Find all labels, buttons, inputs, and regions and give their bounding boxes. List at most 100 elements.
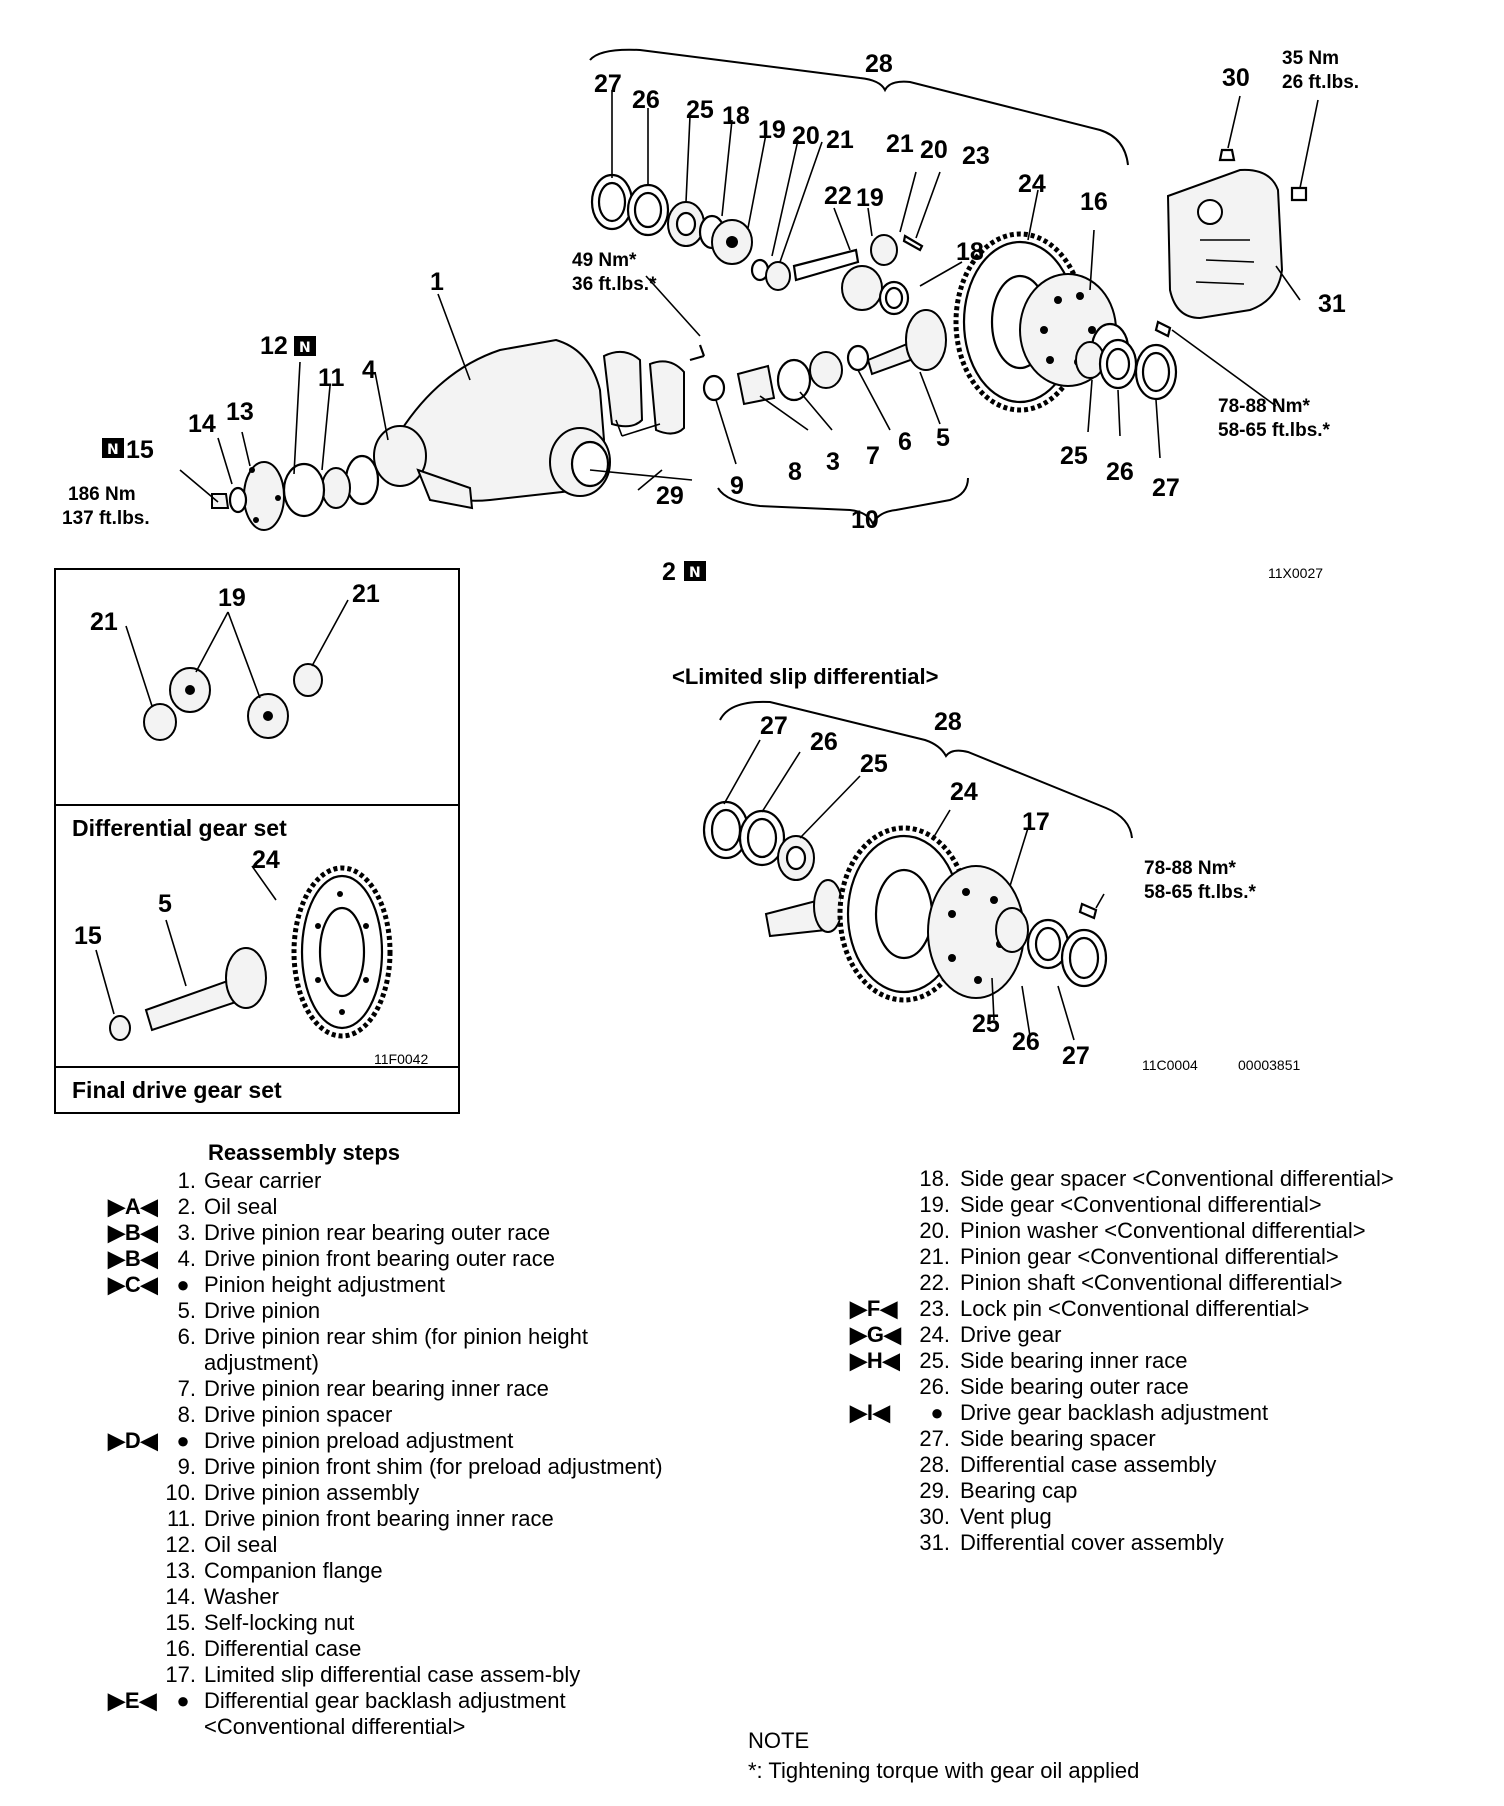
side-gear-part	[711, 219, 753, 265]
step-number: 20.	[919, 1218, 950, 1243]
lsd-inner-race-part	[777, 835, 815, 881]
label-13: 13	[226, 398, 254, 426]
step-number: 17.	[165, 1662, 196, 1687]
step-number: 14.	[165, 1584, 196, 1609]
lsd-bracket-28	[719, 700, 1133, 839]
n-marker-2	[684, 561, 706, 581]
step-marker: ▶I◀	[850, 1400, 890, 1425]
final-drive-pinion	[144, 947, 267, 1032]
label-19: 19	[758, 116, 786, 144]
reassembly-step: 22.Pinion shaft <Conventional differenti…	[850, 1270, 1470, 1296]
n-marker-15-text: N	[107, 442, 119, 458]
label-31: 31	[1318, 290, 1346, 318]
side-gear-right-part	[841, 265, 883, 311]
inset-gear-sets: 21 19 21 24 15 5 11F0042 Differential ge…	[54, 568, 460, 1114]
final-drive-gear	[291, 865, 393, 1039]
label-4: 4	[362, 356, 376, 384]
step-text: Pinion washer <Conventional differential…	[960, 1218, 1366, 1243]
lsd-label-27b: 27	[1062, 1042, 1090, 1070]
reassembly-step: 1.Gear carrier	[52, 1168, 692, 1194]
step-text: Differential case	[204, 1636, 362, 1661]
step-text: Limited slip differential case assem-bly	[204, 1662, 581, 1687]
step-marker: ▶F◀	[850, 1296, 898, 1321]
step-number: 25.	[919, 1348, 950, 1373]
reassembly-step: 27.Side bearing spacer	[850, 1426, 1470, 1452]
reassembly-step: ▶C◀●Pinion height adjustment	[52, 1272, 692, 1298]
diff-gear-mid1	[169, 667, 211, 713]
reassembly-step: ▶D◀●Drive pinion preload adjustment	[52, 1428, 692, 1454]
differential-cover-part	[1166, 168, 1284, 320]
pinion-gear-right-part	[870, 234, 898, 266]
label-10: 10	[851, 506, 879, 534]
final-label-24: 24	[252, 846, 280, 874]
n-marker-12	[294, 336, 316, 356]
label-8: 8	[788, 458, 802, 486]
label-25: 25	[686, 96, 714, 124]
step-text: Washer	[204, 1584, 279, 1609]
step-text: Drive gear backlash adjustment	[960, 1400, 1269, 1425]
step-number: 21.	[919, 1244, 950, 1269]
bracket-28	[589, 48, 1129, 166]
step-marker: ▶E◀	[108, 1688, 157, 1713]
step-text: Pinion shaft <Conventional differential>	[960, 1270, 1343, 1295]
step-text: Drive pinion assembly	[204, 1480, 420, 1505]
lsd-label-26: 26	[810, 728, 838, 756]
label-27: 27	[594, 70, 622, 98]
vent-plug-part	[1218, 148, 1236, 162]
step-text: Oil seal	[204, 1194, 278, 1219]
side-gear-spacer-right-part	[878, 280, 910, 316]
reassembly-step: 12.Oil seal	[52, 1532, 692, 1558]
reassembly-step: 17. Limited slip differential case assem-…	[52, 1662, 692, 1688]
label-6: 6	[898, 428, 912, 456]
step-text: Lock pin <Conventional differential>	[960, 1296, 1310, 1321]
reassembly-step: 15.Self-locking nut	[52, 1610, 692, 1636]
label-9: 9	[730, 472, 744, 500]
torque-nut-nm: 186 Nm	[68, 484, 136, 505]
lsd-label-26b: 26	[1012, 1028, 1040, 1056]
final-label-5: 5	[158, 890, 172, 918]
reassembly-step: ▶B◀4.Drive pinion front bearing outer ra…	[52, 1246, 692, 1272]
step-number: 9.	[177, 1454, 196, 1479]
cover-bolt-part	[1290, 186, 1308, 202]
label-21: 21	[826, 126, 854, 154]
reassembly-step: 10.Drive pinion assembly	[52, 1480, 692, 1506]
reassembly-step: ▶B◀3.Drive pinion rear bearing outer rac…	[52, 1220, 692, 1246]
reassembly-list-left: 1.Gear carrier▶A◀2.Oil seal▶B◀3.Drive pi…	[52, 1168, 692, 1740]
step-marker: ▶A◀	[108, 1194, 158, 1219]
bracket-10	[717, 477, 969, 527]
reassembly-step: ▶H◀25.Side bearing inner race	[850, 1348, 1470, 1374]
label-18b: 18	[956, 238, 984, 266]
step-marker: ▶B◀	[108, 1246, 158, 1271]
diff-gear-left	[143, 703, 177, 741]
final-figure-code: 11F0042	[374, 1051, 428, 1067]
reassembly-step: ▶F◀ 23. Lock pin <Conventional differentia…	[850, 1296, 1470, 1322]
step-text: Side gear spacer <Conventional different…	[960, 1166, 1394, 1191]
step-text: Self-locking nut	[204, 1610, 355, 1635]
step-text: Drive pinion rear shim (for pinion heigh…	[204, 1324, 588, 1375]
step-number: 29.	[919, 1478, 950, 1503]
side-bearing-outer-race-part	[626, 183, 670, 237]
label-27b: 27	[1152, 474, 1180, 502]
step-number: 23.	[919, 1296, 950, 1321]
lsd-title: <Limited slip differential>	[672, 664, 939, 689]
final-label-15: 15	[74, 922, 102, 950]
lsd-side-parts	[995, 902, 1108, 988]
step-text: Side gear <Conventional differential>	[960, 1192, 1322, 1217]
final-drive-nut	[109, 1015, 131, 1041]
reassembly-step: 8.Drive pinion spacer	[52, 1402, 692, 1428]
label-2: 2	[662, 558, 676, 586]
figure-code-main: 11X0027	[1268, 565, 1323, 581]
diff-label-21a: 21	[90, 608, 118, 636]
lsd-label-28: 28	[934, 708, 962, 736]
n-marker-2-text: N	[689, 565, 701, 581]
reassembly-step: ▶A◀2.Oil seal	[52, 1194, 692, 1220]
step-number: 13.	[165, 1558, 196, 1583]
lsd-code-2: 00003851	[1238, 1057, 1301, 1073]
lsd-code-1: 11C0004	[1142, 1057, 1198, 1073]
reassembly-step: 28.Differential case assembly	[850, 1452, 1470, 1478]
label-19b: 19	[856, 184, 884, 212]
reassembly-step: 19.Side gear <Conventional differential>	[850, 1192, 1470, 1218]
torque-cap-ft: 36 ft.lbs.*	[572, 274, 657, 295]
step-text: Drive pinion preload adjustment	[204, 1428, 514, 1453]
step-text: Oil seal	[204, 1532, 278, 1557]
